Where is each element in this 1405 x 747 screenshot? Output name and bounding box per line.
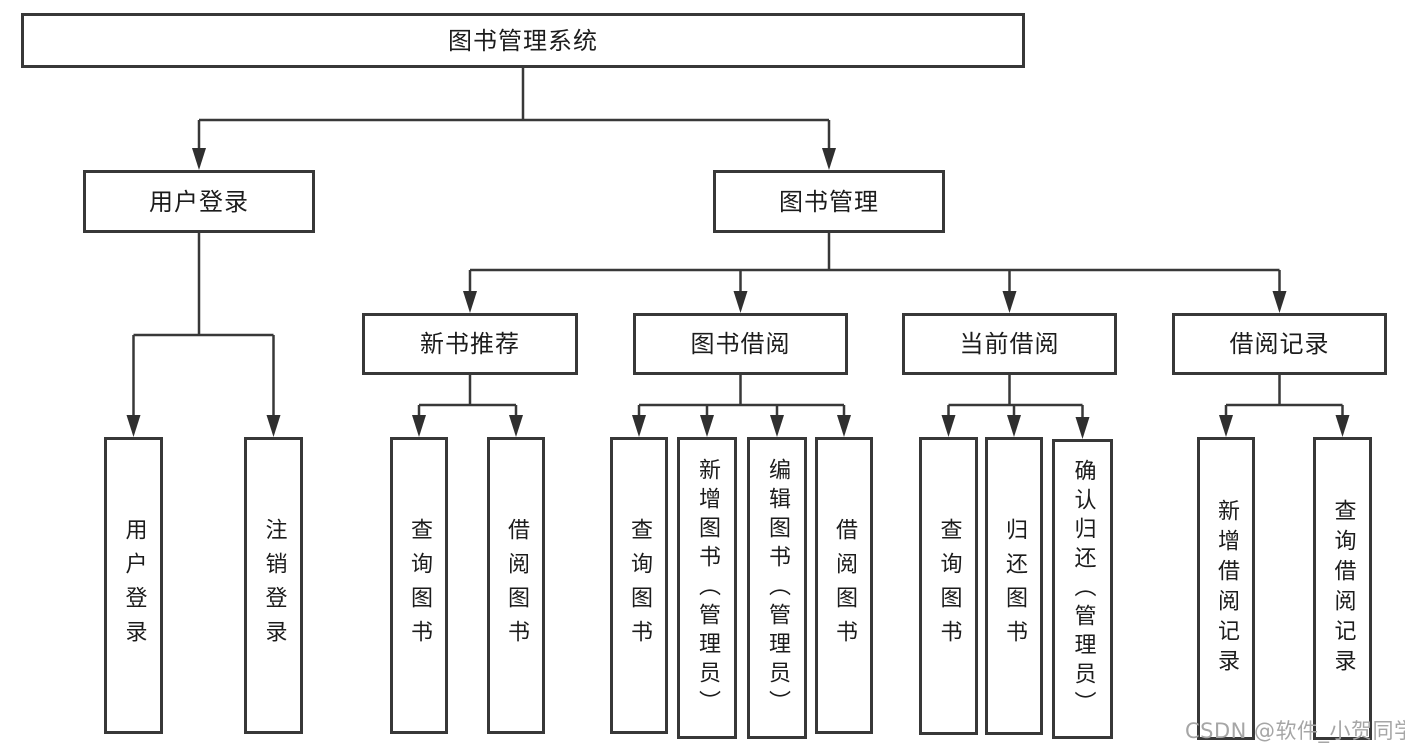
node-leaf-return-books: 归还图书: [985, 437, 1043, 735]
node-leaf-add-books-admin: 新增图书（管理员）: [677, 437, 737, 739]
connector-root-to-level2: [197, 68, 831, 150]
node-leaf-query-books-borrow: 查询图书: [610, 437, 668, 734]
arrowhead-icon: [733, 291, 748, 313]
arrowhead-icon: [1272, 291, 1287, 313]
node-book-management: 图书管理: [713, 170, 945, 233]
node-leaf-query-books-recommend: 查询图书: [390, 437, 448, 734]
node-borrow-records: 借阅记录: [1172, 313, 1387, 375]
node-leaf-add-borrow-record: 新增借阅记录: [1197, 437, 1255, 740]
arrowhead-icon: [700, 415, 714, 437]
node-leaf-confirm-return-admin: 确认归还（管理员）: [1052, 439, 1113, 739]
node-leaf-query-borrow-record: 查询借阅记录: [1313, 437, 1372, 740]
connector-borrow-records-branch: [1224, 375, 1344, 417]
arrowhead-icon: [632, 415, 646, 437]
arrowhead-icon: [770, 415, 784, 437]
csdn-watermark: CSDN @软件_小贺同学: [1185, 719, 1405, 743]
node-user-login: 用户登录: [83, 170, 315, 233]
node-current-borrow: 当前借阅: [902, 313, 1117, 375]
connector-book-management-branch: [468, 233, 1281, 293]
arrowhead-icon: [837, 415, 851, 437]
node-leaf-borrow-books: 借阅图书: [815, 437, 873, 734]
node-leaf-borrow-books-recommend: 借阅图书: [487, 437, 545, 734]
node-new-book-recommend: 新书推荐: [362, 313, 578, 375]
arrowhead-icon: [941, 415, 956, 437]
arrowhead-icon: [509, 415, 523, 437]
arrowhead-icon: [1075, 417, 1090, 439]
node-book-borrow: 图书借阅: [633, 313, 848, 375]
arrowhead-icon: [412, 415, 426, 437]
node-system-root: 图书管理系统: [21, 13, 1025, 68]
connector-new-book-branch: [417, 375, 518, 417]
node-leaf-query-books-current: 查询图书: [919, 437, 978, 735]
arrowhead-icon: [1335, 415, 1350, 437]
arrowhead-icon: [126, 415, 141, 437]
arrowhead-icon: [1219, 415, 1233, 437]
node-leaf-user-login: 用户登录: [104, 437, 163, 734]
node-leaf-logout: 注销登录: [244, 437, 303, 734]
connector-user-login-branch: [132, 233, 275, 417]
connector-current-borrow-branch: [947, 375, 1084, 417]
arrowhead-icon: [463, 291, 477, 313]
arrowhead-icon: [1007, 415, 1021, 437]
arrowhead-icon: [822, 148, 836, 170]
connector-book-borrow-branch: [637, 375, 846, 417]
arrowhead-icon: [1002, 291, 1017, 313]
arrowhead-icon: [192, 148, 206, 170]
node-leaf-edit-books-admin: 编辑图书（管理员）: [747, 437, 807, 739]
arrowhead-icon: [266, 415, 281, 437]
